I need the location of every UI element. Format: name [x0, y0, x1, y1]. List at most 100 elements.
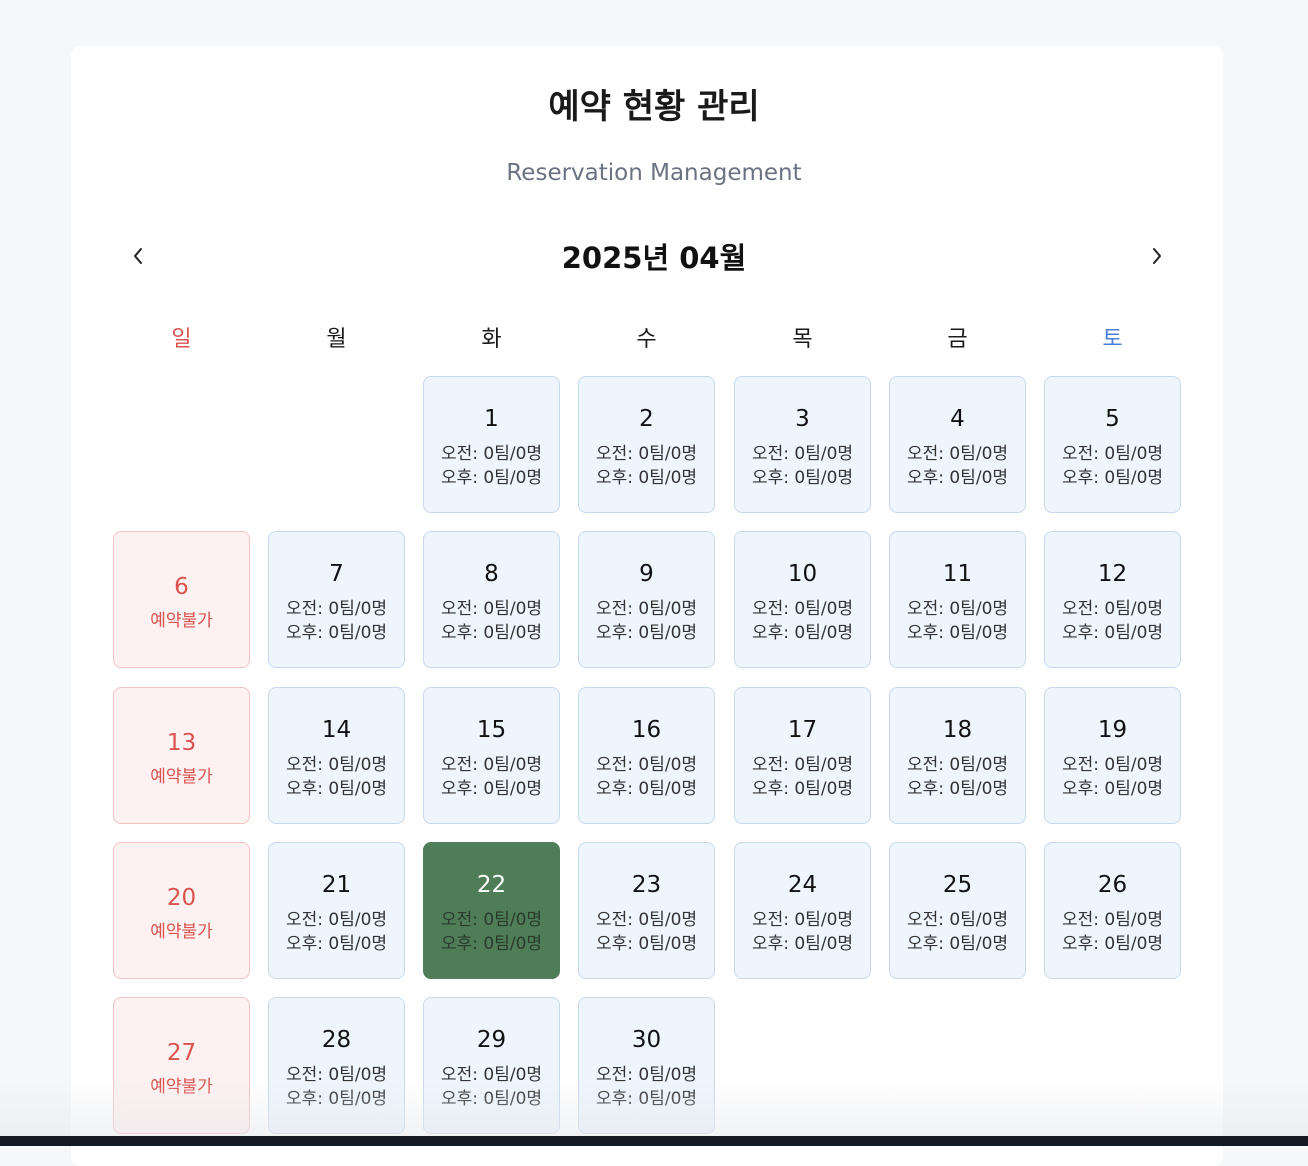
weekday-label: 화: [481, 327, 502, 352]
prev-month-button[interactable]: [118, 238, 158, 274]
afternoon-count: 오후: 0팀/0명: [440, 468, 543, 488]
day-number: 17: [787, 717, 818, 743]
morning-count: 오전: 0팀/0명: [285, 755, 388, 775]
morning-count: 오전: 0팀/0명: [1061, 599, 1164, 619]
morning-count: 오전: 0팀/0명: [285, 599, 388, 619]
day-number: 29: [476, 1027, 507, 1053]
day-number: 25: [942, 872, 973, 898]
afternoon-count: 오후: 0팀/0명: [751, 468, 854, 488]
day-number: 1: [484, 406, 499, 432]
morning-count: 오전: 0팀/0명: [595, 755, 698, 775]
morning-count: 오전: 0팀/0명: [595, 910, 698, 930]
afternoon-count: 오후: 0팀/0명: [1061, 623, 1164, 643]
morning-count: 오전: 0팀/0명: [906, 444, 1009, 464]
morning-count: 오전: 0팀/0명: [751, 755, 854, 775]
morning-count: 오전: 0팀/0명: [440, 1065, 543, 1085]
chevron-left-icon: [131, 246, 145, 266]
afternoon-count: 오후: 0팀/0명: [595, 623, 698, 643]
afternoon-count: 오후: 0팀/0명: [751, 623, 854, 643]
weekday-label: 월: [326, 327, 347, 352]
day-number: 10: [787, 561, 818, 587]
morning-count: 오전: 0팀/0명: [595, 599, 698, 619]
afternoon-count: 오후: 0팀/0명: [285, 934, 388, 954]
day-number: 13: [166, 730, 197, 756]
day-number: 4: [950, 406, 965, 432]
day-number: 28: [321, 1027, 352, 1053]
morning-count: 오전: 0팀/0명: [751, 444, 854, 464]
afternoon-count: 오후: 0팀/0명: [906, 779, 1009, 799]
day-number: 18: [942, 717, 973, 743]
day-number: 9: [639, 561, 654, 587]
next-month-button[interactable]: [1137, 238, 1177, 274]
afternoon-count: 오후: 0팀/0명: [751, 934, 854, 954]
afternoon-count: 오후: 0팀/0명: [906, 468, 1009, 488]
morning-count: 오전: 0팀/0명: [440, 599, 543, 619]
morning-count: 오전: 0팀/0명: [440, 910, 543, 930]
morning-count: 오전: 0팀/0명: [440, 444, 543, 464]
weekday-label: 금: [947, 327, 968, 352]
afternoon-count: 오후: 0팀/0명: [595, 1089, 698, 1109]
afternoon-count: 오후: 0팀/0명: [440, 623, 543, 643]
day-number: 19: [1097, 717, 1128, 743]
day-number: 2: [639, 406, 654, 432]
day-number: 15: [476, 717, 507, 743]
weekday-label: 토: [1102, 327, 1123, 352]
closed-label: 예약불가: [150, 922, 213, 942]
afternoon-count: 오후: 0팀/0명: [1061, 468, 1164, 488]
chevron-right-icon: [1150, 246, 1164, 266]
weekday-label: 목: [792, 327, 813, 352]
morning-count: 오전: 0팀/0명: [1061, 444, 1164, 464]
closed-label: 예약불가: [150, 1077, 213, 1097]
day-number: 24: [787, 872, 818, 898]
afternoon-count: 오후: 0팀/0명: [1061, 934, 1164, 954]
morning-count: 오전: 0팀/0명: [285, 1065, 388, 1085]
day-number: 20: [166, 885, 197, 911]
morning-count: 오전: 0팀/0명: [595, 1065, 698, 1085]
morning-count: 오전: 0팀/0명: [1061, 910, 1164, 930]
afternoon-count: 오후: 0팀/0명: [440, 1089, 543, 1109]
afternoon-count: 오후: 0팀/0명: [906, 623, 1009, 643]
page-title: 예약 현황 관리: [548, 87, 760, 127]
day-number: 12: [1097, 561, 1128, 587]
afternoon-count: 오후: 0팀/0명: [285, 1089, 388, 1109]
morning-count: 오전: 0팀/0명: [751, 910, 854, 930]
weekday-label: 수: [636, 327, 657, 352]
morning-count: 오전: 0팀/0명: [751, 599, 854, 619]
closed-label: 예약불가: [150, 611, 213, 631]
day-number: 14: [321, 717, 352, 743]
day-number: 16: [631, 717, 662, 743]
day-number: 30: [631, 1027, 662, 1053]
day-number: 6: [174, 574, 189, 600]
afternoon-count: 오후: 0팀/0명: [440, 934, 543, 954]
afternoon-count: 오후: 0팀/0명: [906, 934, 1009, 954]
day-number: 8: [484, 561, 499, 587]
weekday-label: 일: [171, 327, 192, 352]
